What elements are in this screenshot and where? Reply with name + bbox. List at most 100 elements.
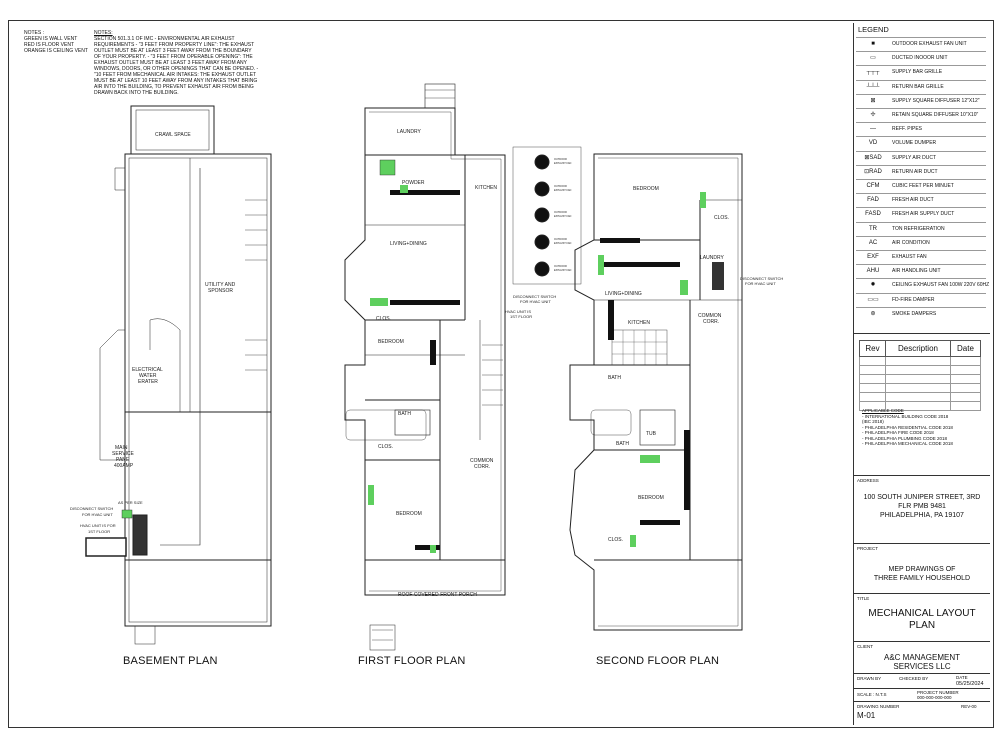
note-line: GREEN IS WALL VENT [24, 36, 78, 42]
legend-label: OUTDOOR EXHAUST FAN UNIT [892, 41, 967, 47]
title-line: MECHANICAL LAYOUT [868, 608, 976, 619]
legend-item: FAD FRESH AIR DUCT [856, 193, 986, 207]
legend-label: RETAIN SQUARE DIFFUSER 10"X10" [892, 112, 979, 118]
svg-text:SPONSOR: SPONSOR [208, 288, 233, 294]
scale-row: SCALE : N.T.S PROJECT NUMBER 000-000-000… [854, 688, 990, 702]
outdoor-exhaust-fan-units [512, 146, 582, 285]
legend-label: SUPPLY BAR GRILLE [892, 69, 943, 76]
address-line: PHILADELPHIA, PA 19107 [880, 512, 964, 519]
svg-text:EXHAUST FAN: EXHAUST FAN [554, 189, 572, 192]
address-label: ADDRESS [857, 478, 879, 483]
svg-text:CLOS.: CLOS. [376, 316, 391, 322]
legend-item: ┬┬┬SUPPLY BAR GRILLE [856, 65, 986, 79]
svg-text:CLOS.: CLOS. [378, 444, 393, 450]
svg-text:1ST FLOOR: 1ST FLOOR [88, 529, 110, 534]
address-line: 100 SOUTH JUNIPER STREET, 3RD [863, 494, 981, 501]
smoke-damper-icon: ⊛ [870, 310, 876, 317]
code-item: (IBC 2018) [862, 419, 884, 424]
drawing-number: M-01 [857, 711, 876, 720]
svg-text:UTILITY AND: UTILITY AND [205, 282, 236, 288]
title-label: TITLE [857, 596, 870, 601]
code-item: - PHILADELPHIA FIRE CODE 2018 [862, 430, 934, 435]
svg-text:COMMON: COMMON [698, 313, 722, 319]
notes-text: SECTION 501.3.1 OF IMC - ENVIRONMENTAL A… [94, 36, 259, 96]
ac-icon: AC [868, 239, 878, 246]
legend-label: FRESH AIR SUPPLY DUCT [892, 211, 955, 218]
legend-item: —REFF. PIPES [856, 122, 986, 136]
legend-label: FRESH AIR DUCT [892, 197, 934, 204]
fad-icon: FAD [867, 197, 879, 204]
svg-text:CRAWL SPACE: CRAWL SPACE [155, 132, 191, 138]
svg-text:OUTDOOR: OUTDOOR [554, 265, 567, 268]
svg-text:BEDROOM: BEDROOM [378, 339, 404, 345]
return-air-duct-icon: ⊡RAD [864, 168, 882, 175]
svg-text:OUTDOOR: OUTDOOR [554, 185, 567, 188]
checked-by-label: CHECKED BY [899, 676, 929, 681]
address-box: ADDRESS [854, 475, 990, 546]
ahu-icon: AHU [866, 268, 880, 275]
notes-heading: NOTES: [94, 30, 113, 36]
exhaust-notes: NOTES: SECTION 501.3.1 OF IMC - ENVIRONM… [94, 30, 259, 96]
return-bar-grille-icon: ┴┴┴ [866, 83, 880, 90]
exf-icon: EXF [867, 254, 879, 260]
title-box: TITLE [854, 593, 990, 644]
project-line: THREE FAMILY HOUSEHOLD [873, 575, 971, 582]
legend-item: ■ OUTDOOR EXHAUST FAN UNIT [856, 37, 986, 51]
svg-text:TUB: TUB [646, 431, 657, 437]
svg-text:LAUNDRY: LAUNDRY [397, 129, 421, 135]
basement-outline [124, 153, 272, 627]
client-label: CLIENT [857, 644, 874, 649]
legend-item: ⊛ SMOKE DAMPERS [856, 306, 986, 321]
applicable-codes: APPLICABLE CODE - INTERNATIONAL BUILDING… [862, 408, 953, 447]
revision-table: Rev Description Date [858, 340, 982, 411]
svg-text:CORR.: CORR. [703, 319, 719, 325]
svg-text:BATH: BATH [616, 441, 629, 447]
codes-heading: APPLICABLE CODE [862, 408, 904, 413]
first-floor-plan-title: FIRST FLOOR PLAN [358, 655, 466, 667]
svg-text:1ST FLOOR: 1ST FLOOR [510, 314, 532, 319]
svg-text:CORR.: CORR. [474, 464, 490, 470]
outdoor-exhaust-fan-icon: ■ [871, 41, 875, 47]
rev-header: Rev [858, 340, 887, 357]
drawing-number-row: DRAWING NUMBER M-01 REV-00 [854, 701, 990, 726]
note-line: RED IS FLOOR VENT [24, 42, 75, 48]
legend-label: SMOKE DAMPERS [892, 310, 937, 317]
legend-item: ▭▭FD-FIRE DAMPER [856, 292, 986, 307]
svg-text:CLOS.: CLOS. [608, 537, 623, 543]
svg-text:POWDER: POWDER [402, 180, 425, 186]
fasd-icon: FASD [865, 211, 881, 218]
second-floor-outline [569, 153, 743, 631]
project-text: MEP DRAWINGS OF THREE FAMILY HOUSEHOLD [854, 565, 990, 583]
svg-text:WATER: WATER [139, 373, 157, 379]
svg-text:DISCONNECT SWITCH: DISCONNECT SWITCH [513, 294, 556, 299]
svg-text:LIVING+DINING: LIVING+DINING [605, 291, 642, 297]
svg-text:BEDROOM: BEDROOM [633, 186, 659, 192]
svg-text:400AMP: 400AMP [114, 463, 134, 469]
svg-text:BATH: BATH [398, 411, 411, 417]
legend-label: VOLUME DUMPER [892, 140, 937, 147]
client-name: A&C MANAGEMENT SERVICES LLC [854, 653, 990, 671]
code-item: - PHILADELPHIA MECHANICAL CODE 2018 [862, 441, 953, 446]
project-number-label: PROJECT NUMBER [917, 690, 959, 695]
legend-label: FD-FIRE DAMPER [892, 296, 935, 303]
svg-text:EXHAUST FAN: EXHAUST FAN [554, 269, 572, 272]
svg-text:DISCONNECT SWITCH: DISCONNECT SWITCH [70, 506, 113, 511]
svg-text:SERVICE: SERVICE [112, 451, 135, 457]
floor-plans-drawing: CRAWL SPACE UTILITY AND SPONSOR ELECTRIC… [70, 83, 783, 651]
vent-color-notes: NOTES : GREEN IS WALL VENT RED IS FLOOR … [24, 30, 88, 54]
project-line: MEP DRAWINGS OF [888, 566, 956, 573]
title-block: LEGEND ■OUTDOOR EXHAUST FAN UNIT▭DUCTED … [853, 23, 990, 725]
client-box: CLIENT [854, 641, 990, 674]
legend-label: REFF. PIPES [892, 126, 923, 133]
legend-label: SUPPLY SQUARE DIFFUSER 12"X12" [892, 97, 980, 104]
legend-label: CUBIC FEET PER MINUET [892, 183, 954, 189]
code-item: - PHILADELPHIA PLUMBING CODE 2018 [862, 435, 948, 441]
description-header: Description [885, 340, 951, 357]
legend-item: FASD FRESH AIR SUPPLY DUCT [856, 207, 986, 221]
svg-text:ERATER: ERATER [138, 379, 158, 385]
drawn-checked-row: DRAWN BY CHECKED BY DATE 05/25/2024 [854, 673, 990, 689]
